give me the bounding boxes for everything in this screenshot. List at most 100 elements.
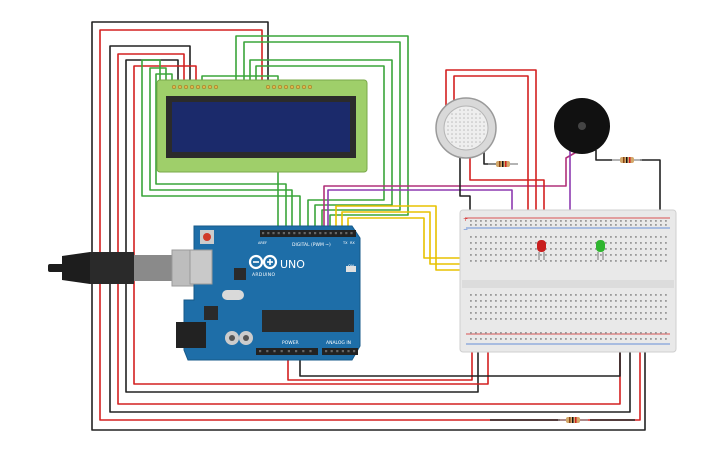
mesh-dot: [471, 137, 473, 139]
mesh-dot: [475, 121, 477, 123]
breadboard-hole: [625, 294, 627, 296]
mesh-dot: [459, 117, 461, 119]
breadboard-hole: [635, 254, 637, 256]
breadboard-hole: [650, 242, 652, 244]
breadboard-hole: [560, 300, 562, 302]
breadboard-hole: [475, 300, 477, 302]
breadboard-hole: [600, 300, 602, 302]
breadboard-hole: [475, 332, 477, 334]
breadboard-hole: [540, 260, 542, 262]
power-pin: [309, 350, 312, 353]
wire-green-4: [255, 65, 385, 230]
breadboard-hole: [660, 236, 662, 238]
wire-red-sensor-2: [453, 75, 529, 226]
breadboard-hole: [595, 318, 597, 320]
breadboard-hole: [665, 260, 667, 262]
breadboard-hole: [520, 224, 522, 226]
breadboard-hole: [580, 294, 582, 296]
breadboard-hole: [590, 260, 592, 262]
microcontroller-chip: [262, 310, 354, 332]
breadboard-hole: [560, 332, 562, 334]
breadboard-hole: [560, 338, 562, 340]
mesh-dot: [459, 121, 461, 123]
breadboard-hole: [580, 312, 582, 314]
resistor-bottom: [558, 417, 588, 423]
breadboard-hole: [490, 338, 492, 340]
breadboard-hole: [540, 254, 542, 256]
breadboard-hole: [545, 236, 547, 238]
breadboard-hole: [480, 332, 482, 334]
breadboard-hole: [650, 332, 652, 334]
breadboard-hole: [595, 306, 597, 308]
breadboard-hole: [560, 248, 562, 250]
wire-red-lcd2: [117, 53, 621, 405]
resistor-buzzer: [612, 157, 642, 163]
breadboard-hole: [635, 242, 637, 244]
breadboard-hole: [585, 318, 587, 320]
wire-green-7: [155, 73, 287, 230]
breadboard-hole: [590, 224, 592, 226]
breadboard-hole: [620, 300, 622, 302]
breadboard-hole: [640, 260, 642, 262]
mesh-dot: [463, 117, 465, 119]
breadboard-hole: [585, 300, 587, 302]
breadboard-hole: [665, 236, 667, 238]
wire-red-power: [287, 336, 473, 381]
breadboard-hole: [565, 338, 567, 340]
breadboard-hole: [650, 312, 652, 314]
usb-cable: [48, 249, 199, 287]
arduino-uno: UNO ARDUINO DIGITAL (PWM ~) AREF TX RX O…: [176, 225, 361, 361]
breadboard-hole: [510, 300, 512, 302]
mesh-dot: [459, 141, 461, 143]
breadboard-hole: [640, 248, 642, 250]
breadboard-hole: [625, 220, 627, 222]
breadboard-hole: [585, 254, 587, 256]
digital-pin: [334, 232, 337, 235]
breadboard-hole: [540, 294, 542, 296]
breadboard-hole: [535, 224, 537, 226]
breadboard-hole: [535, 318, 537, 320]
breadboard-hole: [480, 300, 482, 302]
breadboard-hole: [635, 236, 637, 238]
mesh-dot: [455, 117, 457, 119]
breadboard-hole: [615, 306, 617, 308]
breadboard-hole: [540, 332, 542, 334]
breadboard-hole: [575, 306, 577, 308]
breadboard-hole: [575, 294, 577, 296]
breadboard-hole: [485, 300, 487, 302]
piezo-buzzer: [554, 98, 610, 154]
breadboard-hole: [660, 318, 662, 320]
breadboard-hole: [545, 306, 547, 308]
digital-pin: [329, 232, 332, 235]
breadboard-hole: [480, 338, 482, 340]
breadboard-hole: [570, 300, 572, 302]
breadboard-hole: [575, 300, 577, 302]
breadboard-hole: [495, 224, 497, 226]
breadboard-hole: [565, 332, 567, 334]
breadboard-hole: [510, 306, 512, 308]
breadboard-hole: [605, 318, 607, 320]
breadboard-hole: [470, 236, 472, 238]
breadboard-hole: [535, 248, 537, 250]
breadboard-hole: [555, 338, 557, 340]
breadboard-hole: [550, 248, 552, 250]
breadboard-hole: [660, 220, 662, 222]
breadboard-hole: [565, 224, 567, 226]
breadboard-hole: [550, 312, 552, 314]
breadboard-hole: [605, 312, 607, 314]
breadboard-hole: [480, 254, 482, 256]
breadboard-hole: [475, 220, 477, 222]
breadboard-hole: [555, 236, 557, 238]
breadboard-hole: [525, 300, 527, 302]
breadboard-hole: [645, 242, 647, 244]
arduino-logo: [248, 254, 278, 270]
breadboard-hole: [625, 318, 627, 320]
power-label: POWER: [282, 340, 299, 346]
breadboard-hole: [525, 312, 527, 314]
mesh-dot: [467, 125, 469, 127]
breadboard-hole: [595, 338, 597, 340]
breadboard-hole: [665, 312, 667, 314]
breadboard-hole: [620, 242, 622, 244]
breadboard-hole: [535, 338, 537, 340]
